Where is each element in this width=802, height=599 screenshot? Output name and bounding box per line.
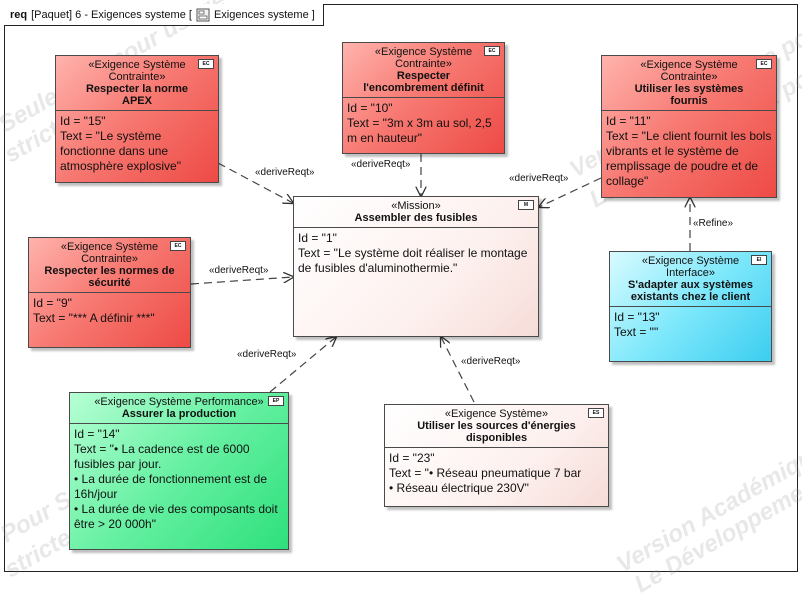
link-label: «deriveReqt» <box>351 159 411 170</box>
derive-link-9[interactable] <box>190 277 293 285</box>
requirement-block[interactable]: EC «Exigence Système Contrainte» Respect… <box>342 42 505 154</box>
requirement-text: Text = "Le client fournit les bols vibra… <box>606 129 772 188</box>
block-attributes: Id = "15" Text = "Le système fonctionne … <box>56 111 218 177</box>
requirement-text: Text = "3m x 3m au sol, 2,5 m en hauteur… <box>347 116 492 145</box>
block-title: Respecter les normes de sécurité <box>44 265 175 289</box>
requirement-text: Text = "" <box>614 325 659 339</box>
requirement-id: Id = "15" <box>60 114 106 128</box>
block-header: EI «Exigence Système Interface» S'adapte… <box>610 252 771 307</box>
block-attributes: Id = "10" Text = "3m x 3m au sol, 2,5 m … <box>343 98 504 149</box>
block-header: EC «Exigence Système Contrainte» Respect… <box>29 238 190 293</box>
block-attributes: Id = "1" Text = "Le système doit réalise… <box>294 228 538 279</box>
block-attributes: Id = "11" Text = "Le client fournit les … <box>602 111 776 192</box>
block-header: EC «Exigence Système Contrainte» Utilise… <box>602 56 776 111</box>
block-stereotype: «Exigence Système Interface» <box>641 255 740 279</box>
block-stereotype: «Exigence Système» <box>444 408 549 420</box>
requirement-text: Text = "Le système fonctionne dans une a… <box>60 129 181 173</box>
requirement-block[interactable]: EC «Exigence Système Contrainte» Respect… <box>28 237 191 348</box>
link-label: «deriveReqt» <box>237 349 297 360</box>
requirement-id: Id = "23" <box>389 451 435 465</box>
derive-link-23[interactable] <box>441 337 475 403</box>
requirement-type-icon: ES <box>588 408 604 418</box>
package-diagram-icon <box>196 8 210 22</box>
link-label: «Refine» <box>693 218 734 229</box>
block-stereotype: «Exigence Système Contrainte» <box>374 46 473 70</box>
requirement-id: Id = "10" <box>347 101 393 115</box>
block-header: ES «Exigence Système» Utiliser les sourc… <box>385 405 608 448</box>
requirement-block[interactable]: EC «Exigence Système Contrainte» Utilise… <box>601 55 777 198</box>
diagram-kind-label: req <box>10 8 28 21</box>
link-label: «deriveReqt» <box>255 167 315 178</box>
requirement-text: Text = "Le système doit réaliser le mont… <box>298 246 528 275</box>
block-stereotype: «Exigence Système Contrainte» <box>88 59 186 83</box>
block-stereotype: «Exigence Système Contrainte» <box>640 59 738 83</box>
block-attributes: Id = "9" Text = "*** A définir ***" <box>29 293 190 329</box>
requirement-type-icon: EI <box>751 255 767 265</box>
mission-block[interactable]: M «Mission» Assembler des fusibles Id = … <box>293 196 539 337</box>
diagram-name: Exigences systeme ] <box>213 8 315 21</box>
block-header: EC «Exigence Système Contrainte» Respect… <box>343 43 504 98</box>
relationship-lines <box>190 154 802 403</box>
requirement-id: Id = "1" <box>298 231 337 245</box>
requirement-text-line: Text = "• Réseau pneumatique 7 bar <box>389 466 582 480</box>
block-title: Respecter l'encombrement définit <box>363 70 484 94</box>
diagram-frame <box>4 4 798 572</box>
block-title: Assurer la production <box>121 408 237 420</box>
requirement-text-line: • La durée de fonctionnement est de 16h/… <box>74 472 268 501</box>
requirement-block[interactable]: ES «Exigence Système» Utiliser les sourc… <box>384 404 609 507</box>
link-label: «deriveReqt» <box>509 173 569 184</box>
block-stereotype: «Exigence Système Contrainte» <box>60 241 159 265</box>
block-title: Utiliser les sources d'énergies disponib… <box>417 420 576 444</box>
requirement-block[interactable]: EP «Exigence Système Performance» Assure… <box>69 392 289 550</box>
requirement-id: Id = "14" <box>74 427 120 441</box>
derive-link-15[interactable] <box>217 162 293 203</box>
block-header: EC «Exigence Système Contrainte» Respect… <box>56 56 218 111</box>
requirement-block[interactable]: EC «Exigence Système Contrainte» Respect… <box>55 55 219 183</box>
block-title: Utiliser les systèmes fournis <box>634 83 744 107</box>
diagram-package-path: [Paquet] 6 - Exigences systeme [ <box>31 8 192 21</box>
requirement-id: Id = "9" <box>33 296 72 310</box>
block-title: Assembler des fusibles <box>354 212 478 224</box>
block-stereotype: «Mission» <box>391 200 441 212</box>
derive-link-14[interactable] <box>269 337 336 393</box>
requirement-type-icon: EC <box>484 46 500 56</box>
requirement-type-icon: EC <box>170 241 186 251</box>
requirement-type-icon: EC <box>198 59 214 69</box>
requirement-text-line: Text = "• La cadence est de 6000 fusible… <box>74 442 250 471</box>
diagram-header: req [Paquet] 6 - Exigences systeme [ Exi… <box>4 4 324 26</box>
requirement-id: Id = "11" <box>606 114 651 128</box>
block-attributes: Id = "13" Text = "" <box>610 307 771 343</box>
block-attributes: Id = "23" Text = "• Réseau pneumatique 7… <box>385 448 608 499</box>
requirement-text-line: • La durée de vie des composants doit êt… <box>74 502 278 531</box>
requirement-type-icon: EC <box>756 59 772 69</box>
mission-type-icon: M <box>518 200 534 210</box>
block-title: S'adapter aux systèmes existants chez le… <box>628 279 753 303</box>
block-attributes: Id = "14" Text = "• La cadence est de 60… <box>70 424 288 535</box>
derive-link-11[interactable] <box>539 177 602 207</box>
requirement-type-icon: EP <box>268 396 284 406</box>
link-label: «deriveReqt» <box>461 356 521 367</box>
block-title: Respecter la norme APEX <box>85 83 189 107</box>
link-label: «deriveReqt» <box>209 265 269 276</box>
requirement-id: Id = "13" <box>614 310 660 324</box>
block-header: M «Mission» Assembler des fusibles <box>294 197 538 228</box>
block-header: EP «Exigence Système Performance» Assure… <box>70 393 288 424</box>
requirement-text-line: • Réseau électrique 230V" <box>389 481 529 495</box>
requirement-block[interactable]: EI «Exigence Système Interface» S'adapte… <box>609 251 772 362</box>
requirement-text: Text = "*** A définir ***" <box>33 311 155 325</box>
block-stereotype: «Exigence Système Performance» <box>94 396 264 408</box>
